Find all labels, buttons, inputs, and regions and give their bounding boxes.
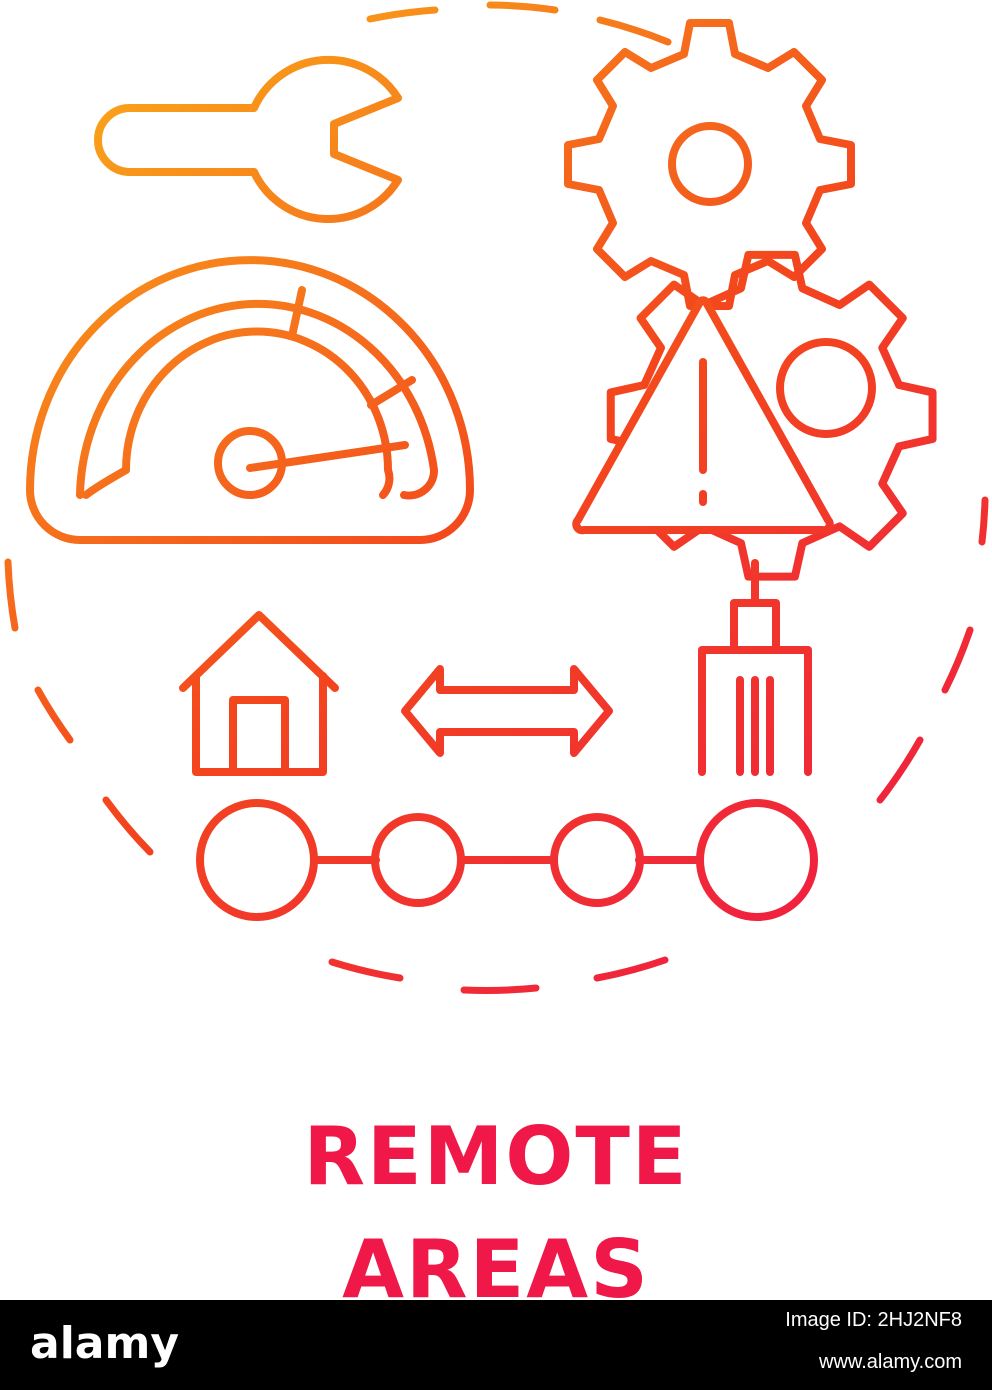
wrench-icon xyxy=(94,55,402,223)
illustration-canvas xyxy=(4,1,989,995)
brand-logo[interactable]: alamy xyxy=(30,1318,179,1369)
upper-gear xyxy=(564,19,855,310)
connected-dots-icon xyxy=(196,799,818,921)
speedometer-icon xyxy=(26,256,474,544)
dashed-circle xyxy=(4,1,989,995)
gears-icon xyxy=(564,19,937,581)
warning-triangle-icon xyxy=(572,296,834,535)
house-icon xyxy=(179,611,339,776)
stock-footer-bar: alamy Image ID: 2HJ2NF8 www.alamy.com xyxy=(0,1300,992,1390)
image-id-label: Image ID: 2HJ2NF8 xyxy=(785,1309,962,1331)
site-url-link[interactable]: www.alamy.com xyxy=(819,1351,962,1373)
title-line-2: AREAS xyxy=(342,1223,650,1316)
title-line-1: REMOTE xyxy=(303,1110,689,1203)
remote-areas-illustration xyxy=(4,1,989,995)
skyscraper-icon xyxy=(698,559,812,776)
double-arrow-icon xyxy=(401,665,613,757)
lower-gear xyxy=(606,250,937,581)
